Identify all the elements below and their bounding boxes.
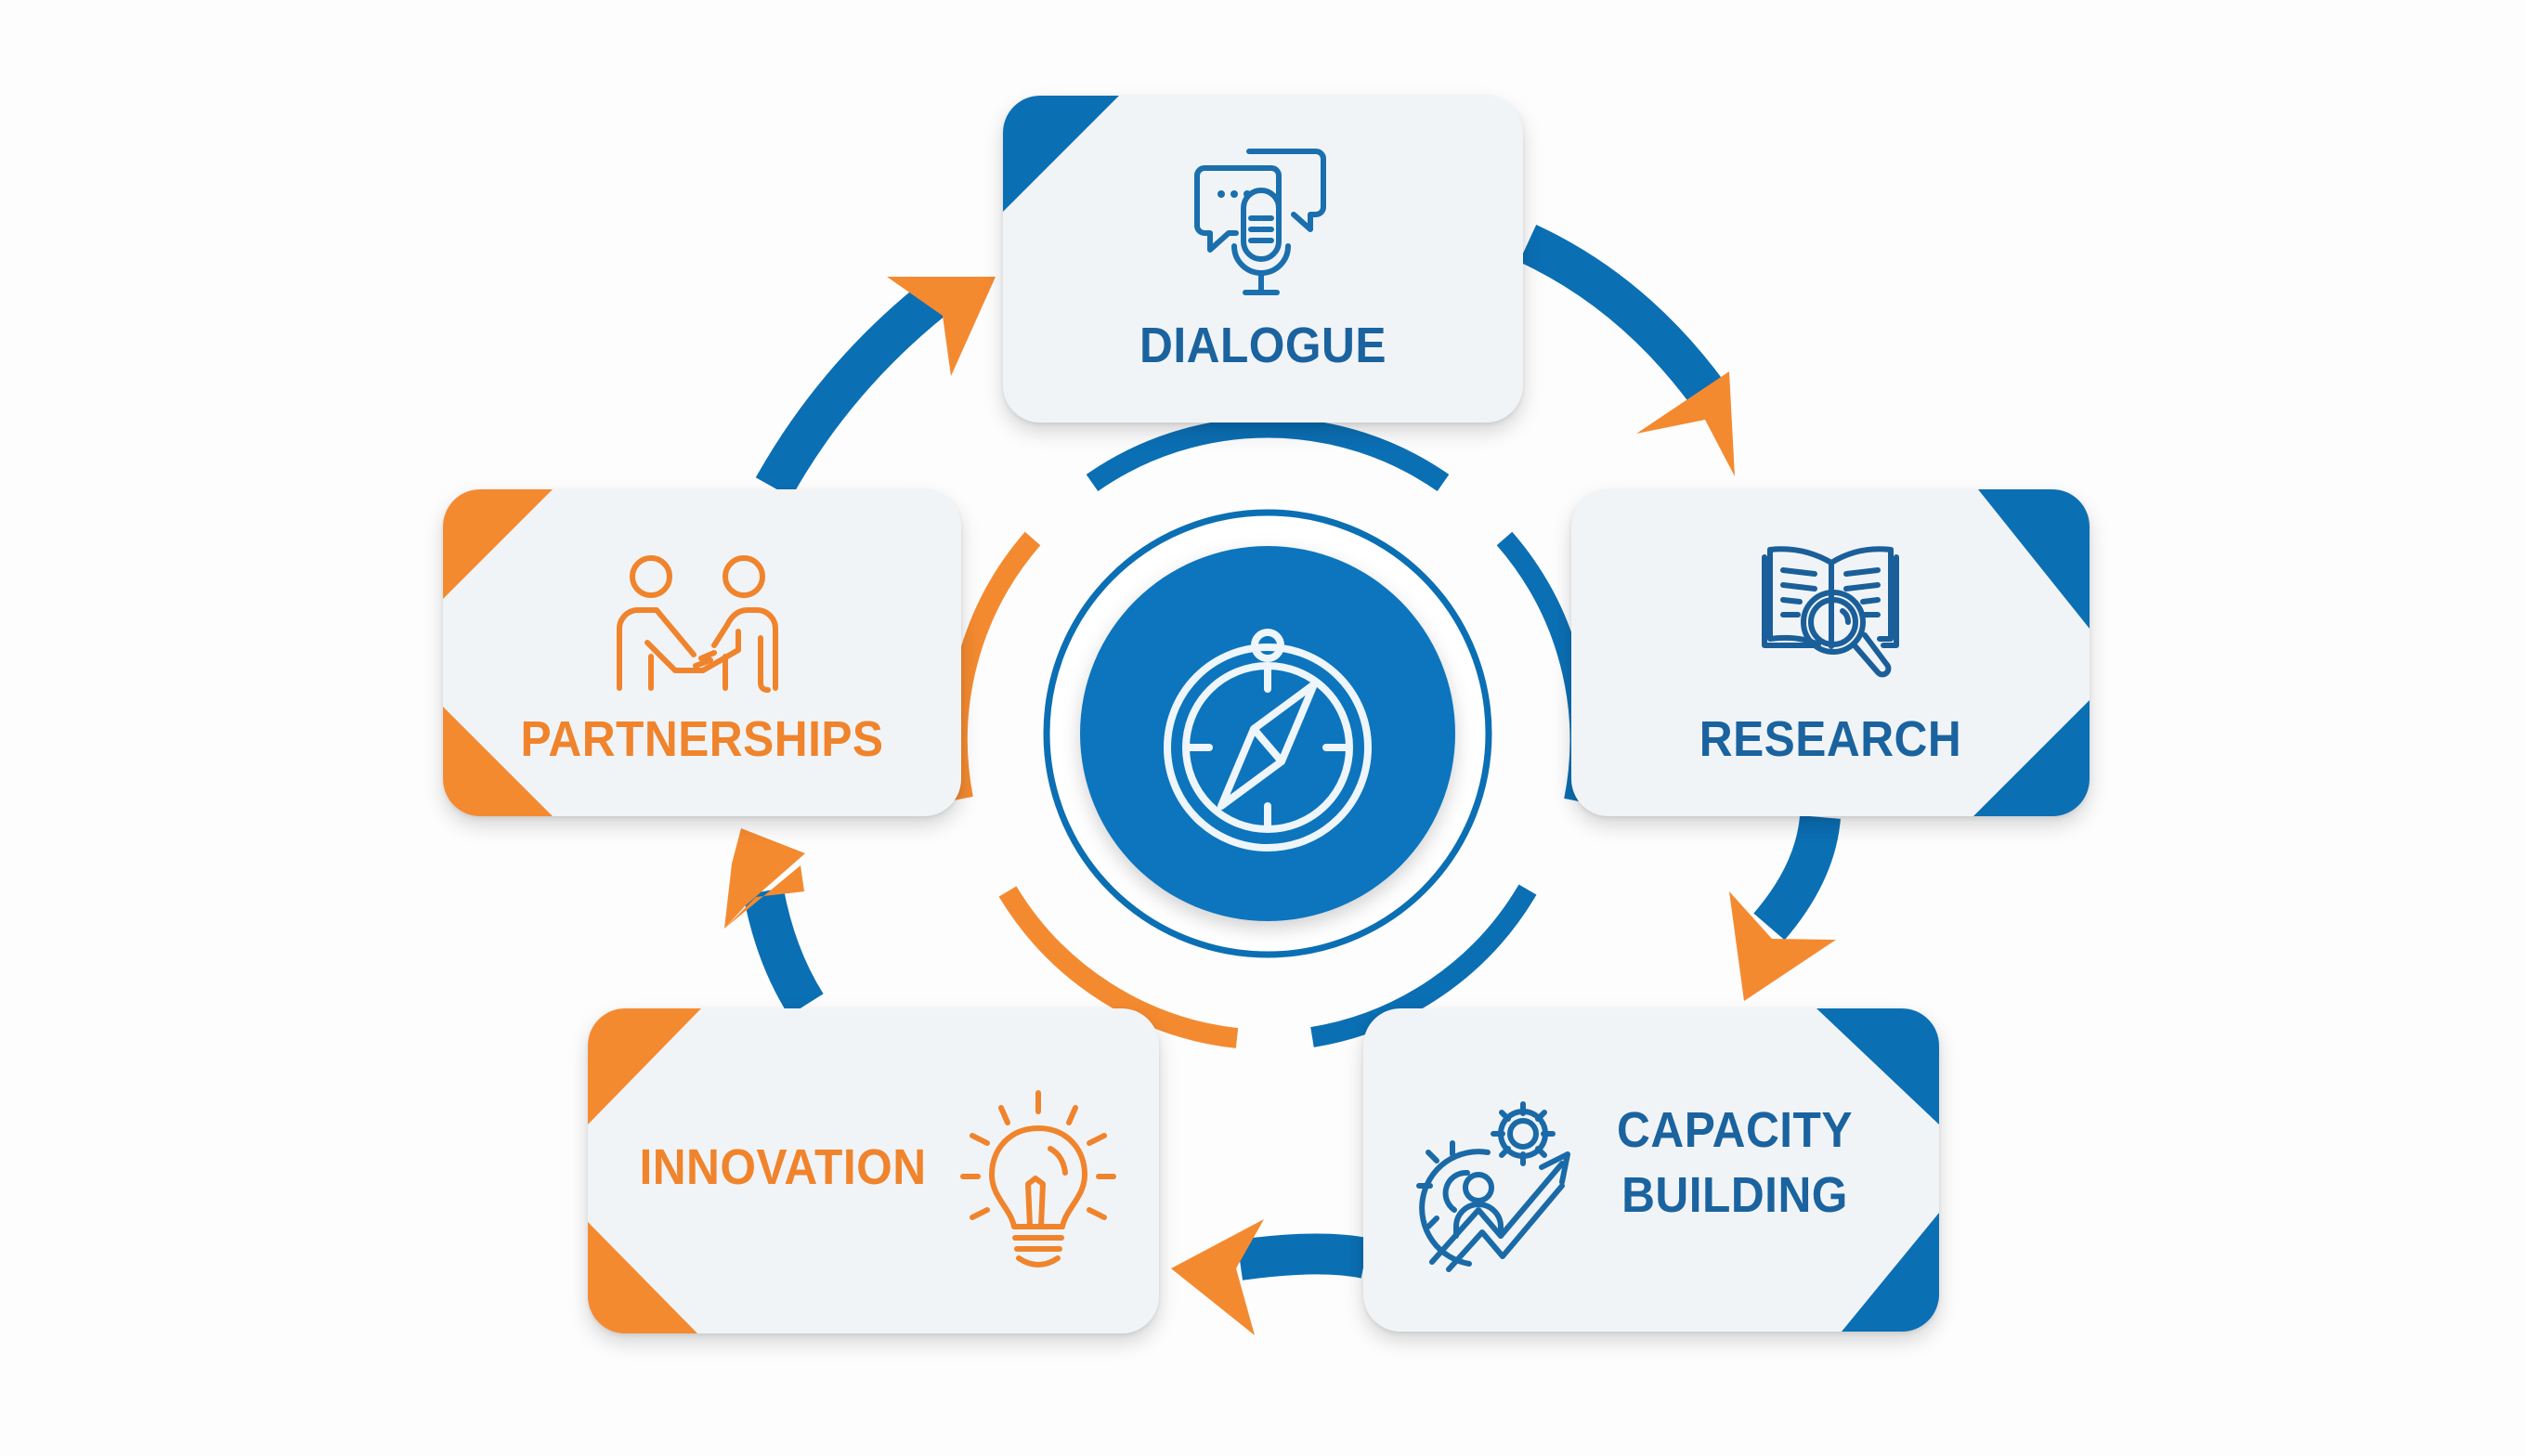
ring-segment-top <box>1086 417 1450 492</box>
arrow-capacity-to-innovation <box>1236 1233 1370 1280</box>
corner-accent <box>588 1222 697 1333</box>
stage-label: PARTNERSHIPS <box>520 711 884 767</box>
corner-accent <box>1978 489 2090 629</box>
corner-accent <box>588 1008 701 1124</box>
arrow-partnerships-to-dialogue <box>755 279 951 498</box>
corner-accent <box>1003 96 1119 212</box>
arrowhead-upper-left <box>887 277 996 376</box>
stage-label-line1: CAPACITY <box>1617 1102 1853 1158</box>
arrow-dialogue-to-research <box>1518 225 1727 410</box>
stage-label: DIALOGUE <box>1139 318 1387 373</box>
arrowhead-bottom <box>1171 1219 1264 1335</box>
stage-label: RESEARCH <box>1699 711 1962 767</box>
arrowhead-upper-right <box>1636 371 1735 476</box>
arrowhead-left <box>724 828 805 929</box>
ring-segment-left-upper <box>946 531 1041 801</box>
center-disc <box>1080 546 1455 921</box>
stage-label: INNOVATION <box>639 1139 927 1195</box>
compass-icon <box>1164 629 1372 852</box>
arrow-research-to-capacity <box>1753 814 1841 941</box>
ring-segment-right-lower <box>1310 884 1537 1047</box>
speech-bubbles-microphone-icon <box>1194 149 1326 295</box>
corner-accent <box>1842 1213 1939 1332</box>
stage-card-dialogue: DIALOGUE <box>1003 96 1523 422</box>
stage-card-partnerships: PARTNERSHIPS <box>443 489 961 816</box>
lightbulb-icon <box>960 1090 1116 1268</box>
arrowhead-right <box>1729 891 1836 1001</box>
gears-person-growth-icon <box>1416 1101 1570 1272</box>
corner-accent <box>443 489 553 599</box>
stage-card-research: RESEARCH <box>1571 489 2090 816</box>
stage-card-capacity-building: CAPACITY BUILDING <box>1363 1008 1939 1332</box>
ring-segment-left-lower <box>998 886 1239 1048</box>
stage-label-line2: BUILDING <box>1621 1167 1848 1223</box>
ring-segment-right-upper <box>1496 531 1591 803</box>
arrow-innovation-to-partnerships <box>743 887 824 1016</box>
book-magnifier-icon <box>1762 546 1899 678</box>
stage-card-innovation: INNOVATION <box>588 1008 1159 1333</box>
handshake-icon <box>617 555 778 693</box>
